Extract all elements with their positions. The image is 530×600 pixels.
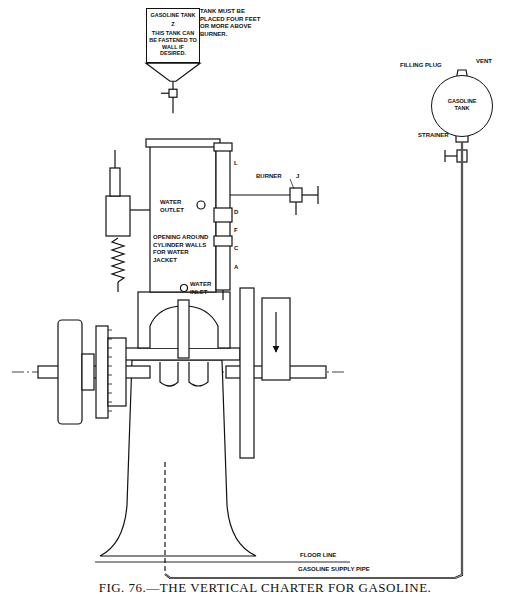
gear-tooth — [108, 393, 112, 394]
engine-base — [112, 348, 240, 360]
crank-frame — [178, 300, 189, 358]
cylinder — [146, 139, 220, 292]
callout-letter: A — [234, 264, 238, 272]
governor — [106, 196, 130, 236]
gear-tooth — [108, 375, 112, 376]
gear-teeth — [108, 330, 112, 411]
tank-label: Z — [149, 21, 197, 28]
gear-tooth — [108, 384, 112, 385]
left-pulley — [96, 326, 108, 418]
burner-pipe — [230, 195, 296, 215]
supply-pipe — [165, 142, 462, 578]
supply-pipe — [165, 142, 462, 578]
part-label: FLOOR LINE — [300, 552, 336, 560]
part-label: VENT — [476, 58, 492, 66]
part-label: TANK MUST BE PLACED FOUR FEET OR MORE AB… — [200, 8, 264, 38]
governor — [112, 238, 124, 282]
callout-letter: L — [234, 160, 238, 168]
governor — [114, 150, 115, 168]
water-column — [214, 208, 232, 222]
cylinder — [181, 285, 188, 292]
part-label: GASOLINE SUPPLY PIPE — [298, 566, 370, 574]
gear-tooth — [108, 348, 112, 349]
gasoline-tank: GASOLINE TANK Z THIS TANK CAN BE FASTENED … — [146, 8, 200, 63]
top-tank-fittings — [146, 63, 200, 113]
sphere-tank-fittings — [445, 155, 457, 156]
crank-frame — [160, 362, 208, 386]
cylinder — [146, 139, 220, 147]
exhaust-pipe — [275, 312, 276, 352]
part-label: STRAINER — [418, 132, 449, 140]
governor — [106, 150, 150, 292]
tank-cone — [146, 63, 200, 81]
tank-valve — [169, 89, 177, 97]
burner-pipe — [317, 186, 318, 204]
part-label: BURNER — [256, 173, 282, 181]
gear-tooth — [108, 411, 112, 412]
burner-pipe — [290, 188, 302, 202]
left-pulley — [38, 320, 150, 424]
flywheel — [226, 288, 326, 458]
callout-letter: J — [296, 173, 299, 181]
governor — [110, 168, 120, 196]
floor-line — [95, 561, 350, 562]
part-label: WATER OUTLET — [160, 199, 196, 214]
callout-letter: D — [234, 209, 238, 217]
left-pulley — [108, 338, 126, 406]
supply-pipe-bore — [165, 142, 462, 578]
gear-tooth — [108, 366, 112, 367]
sphere-tank-fittings — [444, 150, 445, 162]
gear-tooth — [108, 330, 112, 331]
water-column — [222, 290, 223, 300]
floor-line — [95, 562, 350, 563]
sphere-tank: GASOLINE TANK — [431, 75, 493, 137]
left-pulley — [58, 320, 82, 424]
part-label: OPENING AROUND CYLINDER WALLS FOR WATER … — [153, 234, 213, 264]
leader-lines — [290, 179, 294, 189]
governor — [130, 209, 150, 210]
tank-label: GASOLINE TANK — [432, 98, 492, 112]
tank-label: GASOLINE TANK — [149, 12, 197, 19]
figure-caption: FIG. 76.—THE VERTICAL CHARTER FOR GASOLI… — [0, 580, 530, 596]
callout-letter: F — [234, 227, 238, 235]
engine-base — [164, 462, 165, 572]
water-column — [214, 143, 232, 151]
left-pulley — [82, 354, 94, 390]
tank-label: THIS TANK CAN BE FASTENED TO WALL IF DES… — [149, 30, 197, 58]
cylinder — [150, 145, 216, 292]
burner-pipe — [302, 194, 318, 195]
burner-pipe — [230, 186, 318, 215]
gear-tooth — [108, 339, 112, 340]
water-column — [214, 143, 232, 300]
gear-tooth — [108, 402, 112, 403]
flywheel — [240, 288, 254, 458]
exhaust-pipe — [262, 298, 290, 380]
callout-letter: C — [234, 245, 238, 253]
part-label: WATER INLET — [190, 281, 215, 296]
water-column — [214, 236, 232, 246]
gear-tooth — [108, 357, 112, 358]
exhaust-pipe — [262, 298, 290, 380]
cylinder — [197, 201, 205, 209]
crank-frame — [138, 292, 230, 386]
governor — [117, 282, 118, 292]
part-label: FILLING PLUG — [400, 62, 442, 70]
